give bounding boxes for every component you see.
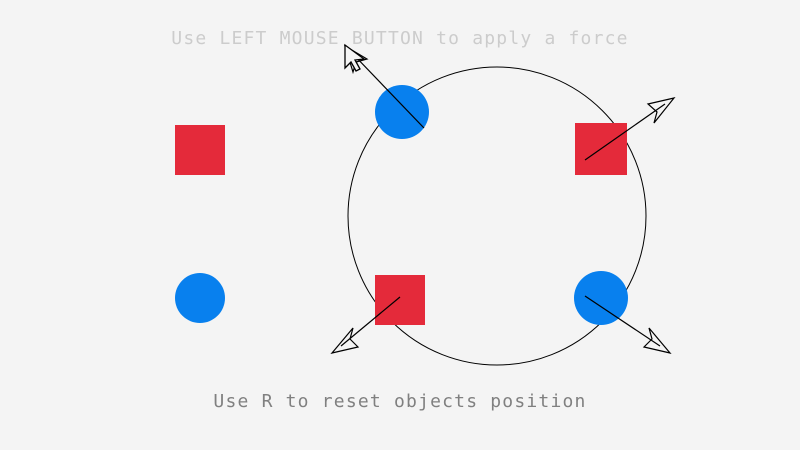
mouse-cursor-icon (344, 43, 366, 72)
body-circle-top[interactable] (375, 85, 429, 139)
boundary-circle (347, 66, 647, 366)
arrowhead-down-left (330, 327, 360, 354)
hint-text-apply-force: Use LEFT MOUSE BUTTON to apply a force (171, 28, 629, 49)
body-circle-left[interactable] (175, 273, 225, 323)
arrowhead-down-right (642, 327, 672, 354)
body-circle-bottom-right[interactable] (574, 271, 628, 325)
arrowhead-up-right (646, 97, 676, 124)
force-arrow-bottom-right-circle (584, 295, 672, 354)
force-arrow-right-square (584, 97, 676, 161)
body-square-left[interactable] (175, 125, 225, 175)
force-arrow-bottom-square (330, 296, 401, 354)
body-square-bottom[interactable] (375, 275, 425, 325)
hint-text-reset-objects: Use R to reset objects position (213, 391, 587, 412)
